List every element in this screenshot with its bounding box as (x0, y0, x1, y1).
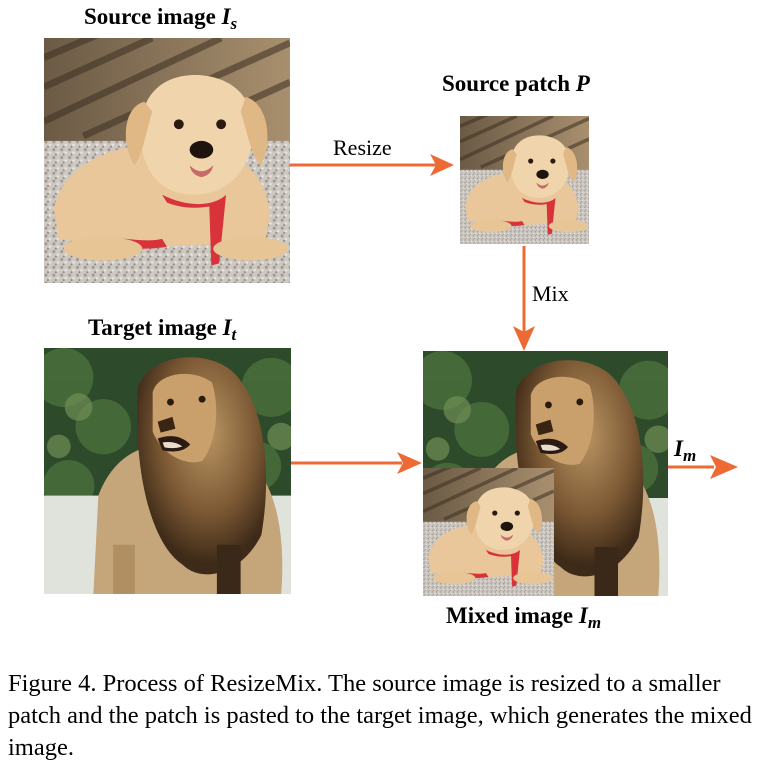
figure-caption: Figure 4. Process of ResizeMix. The sour… (8, 668, 770, 764)
resize-arrow-label: Resize (333, 135, 392, 161)
target-arrow (291, 452, 422, 474)
output-arrow (668, 455, 738, 479)
mix-arrow-label: Mix (532, 281, 569, 307)
